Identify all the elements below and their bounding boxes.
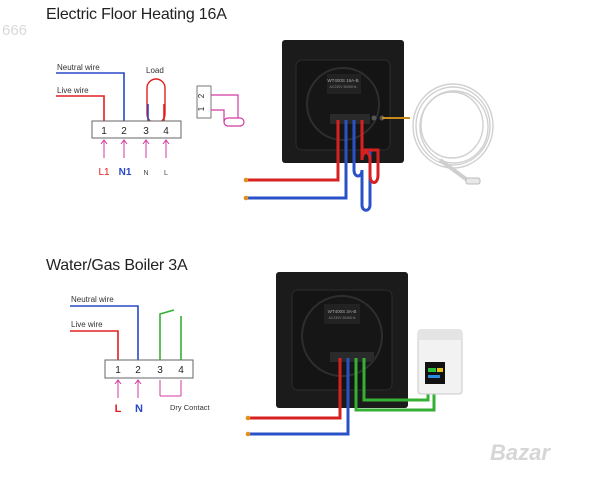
s1-label-L1: L1 — [98, 167, 110, 178]
s2-terminal-3: 3 — [157, 365, 163, 376]
s1-terminal-3: 3 — [143, 126, 149, 137]
s2-label-N: N — [135, 403, 143, 415]
s1-device-sub: AC230V 50/60Hz — [329, 85, 356, 89]
section1-schematic: Neutral wire Live wire Load 1 2 3 4 L1 N… — [56, 63, 245, 178]
s1-load-label: Load — [146, 66, 164, 75]
watermark-bottom: Bazar — [490, 440, 550, 465]
s1-live-line — [56, 95, 105, 121]
s1-terminal-1: 1 — [101, 126, 107, 137]
s1-sensor-terminal-1: 1 — [197, 106, 206, 111]
s1-device-model: WT400S 16A-B — [327, 78, 358, 83]
s2-device-model: WT400S 3A-B — [328, 309, 357, 314]
s1-sensor-terminal-2: 2 — [197, 93, 206, 98]
s2-terminal-2: 2 — [135, 365, 141, 376]
s2-dry-contact-switch — [159, 309, 175, 360]
watermark-top: 666 — [2, 22, 28, 39]
s1-neutral-label: Neutral wire — [57, 63, 100, 72]
s1-sensor-probe — [223, 117, 245, 127]
s1-sensor-wire — [211, 94, 239, 122]
s1-label-L: L — [164, 170, 168, 177]
section2-schematic: Neutral wire Live wire 1 2 3 4 L N Dry C… — [70, 295, 211, 415]
section1-device: WT400S 16A-B AC230V 50/60Hz — [243, 40, 494, 212]
s2-terminal-1: 1 — [115, 365, 121, 376]
section1-title: Electric Floor Heating 16A — [46, 6, 227, 23]
s1-neutral-line — [56, 72, 125, 121]
section2-title: Water/Gas Boiler 3A — [46, 257, 188, 274]
s1-terminal-4: 4 — [163, 126, 169, 137]
s1-label-N1: N1 — [119, 167, 132, 178]
s1-live-label: Live wire — [57, 86, 89, 95]
s2-live-line — [70, 330, 119, 360]
s2-label-dry-contact: Dry Contact — [170, 403, 211, 412]
s2-terminal-4: 4 — [178, 365, 184, 376]
s2-device-sub: AC230V 50/60Hz — [328, 316, 355, 320]
s1-terminal-block — [91, 120, 182, 139]
section2-device: WT400S 3A-B AC230V 50/60Hz — [245, 272, 463, 437]
s2-label-L: L — [115, 403, 122, 415]
s2-live-label: Live wire — [71, 320, 103, 329]
s1-sensor-terminal — [196, 85, 212, 119]
s1-terminal-2: 2 — [121, 126, 127, 137]
s2-neutral-line — [70, 305, 139, 360]
s2-terminal-block — [104, 359, 194, 379]
s2-neutral-label: Neutral wire — [71, 295, 114, 304]
s1-load-symbol — [146, 78, 166, 124]
s1-label-N: N — [143, 170, 148, 177]
